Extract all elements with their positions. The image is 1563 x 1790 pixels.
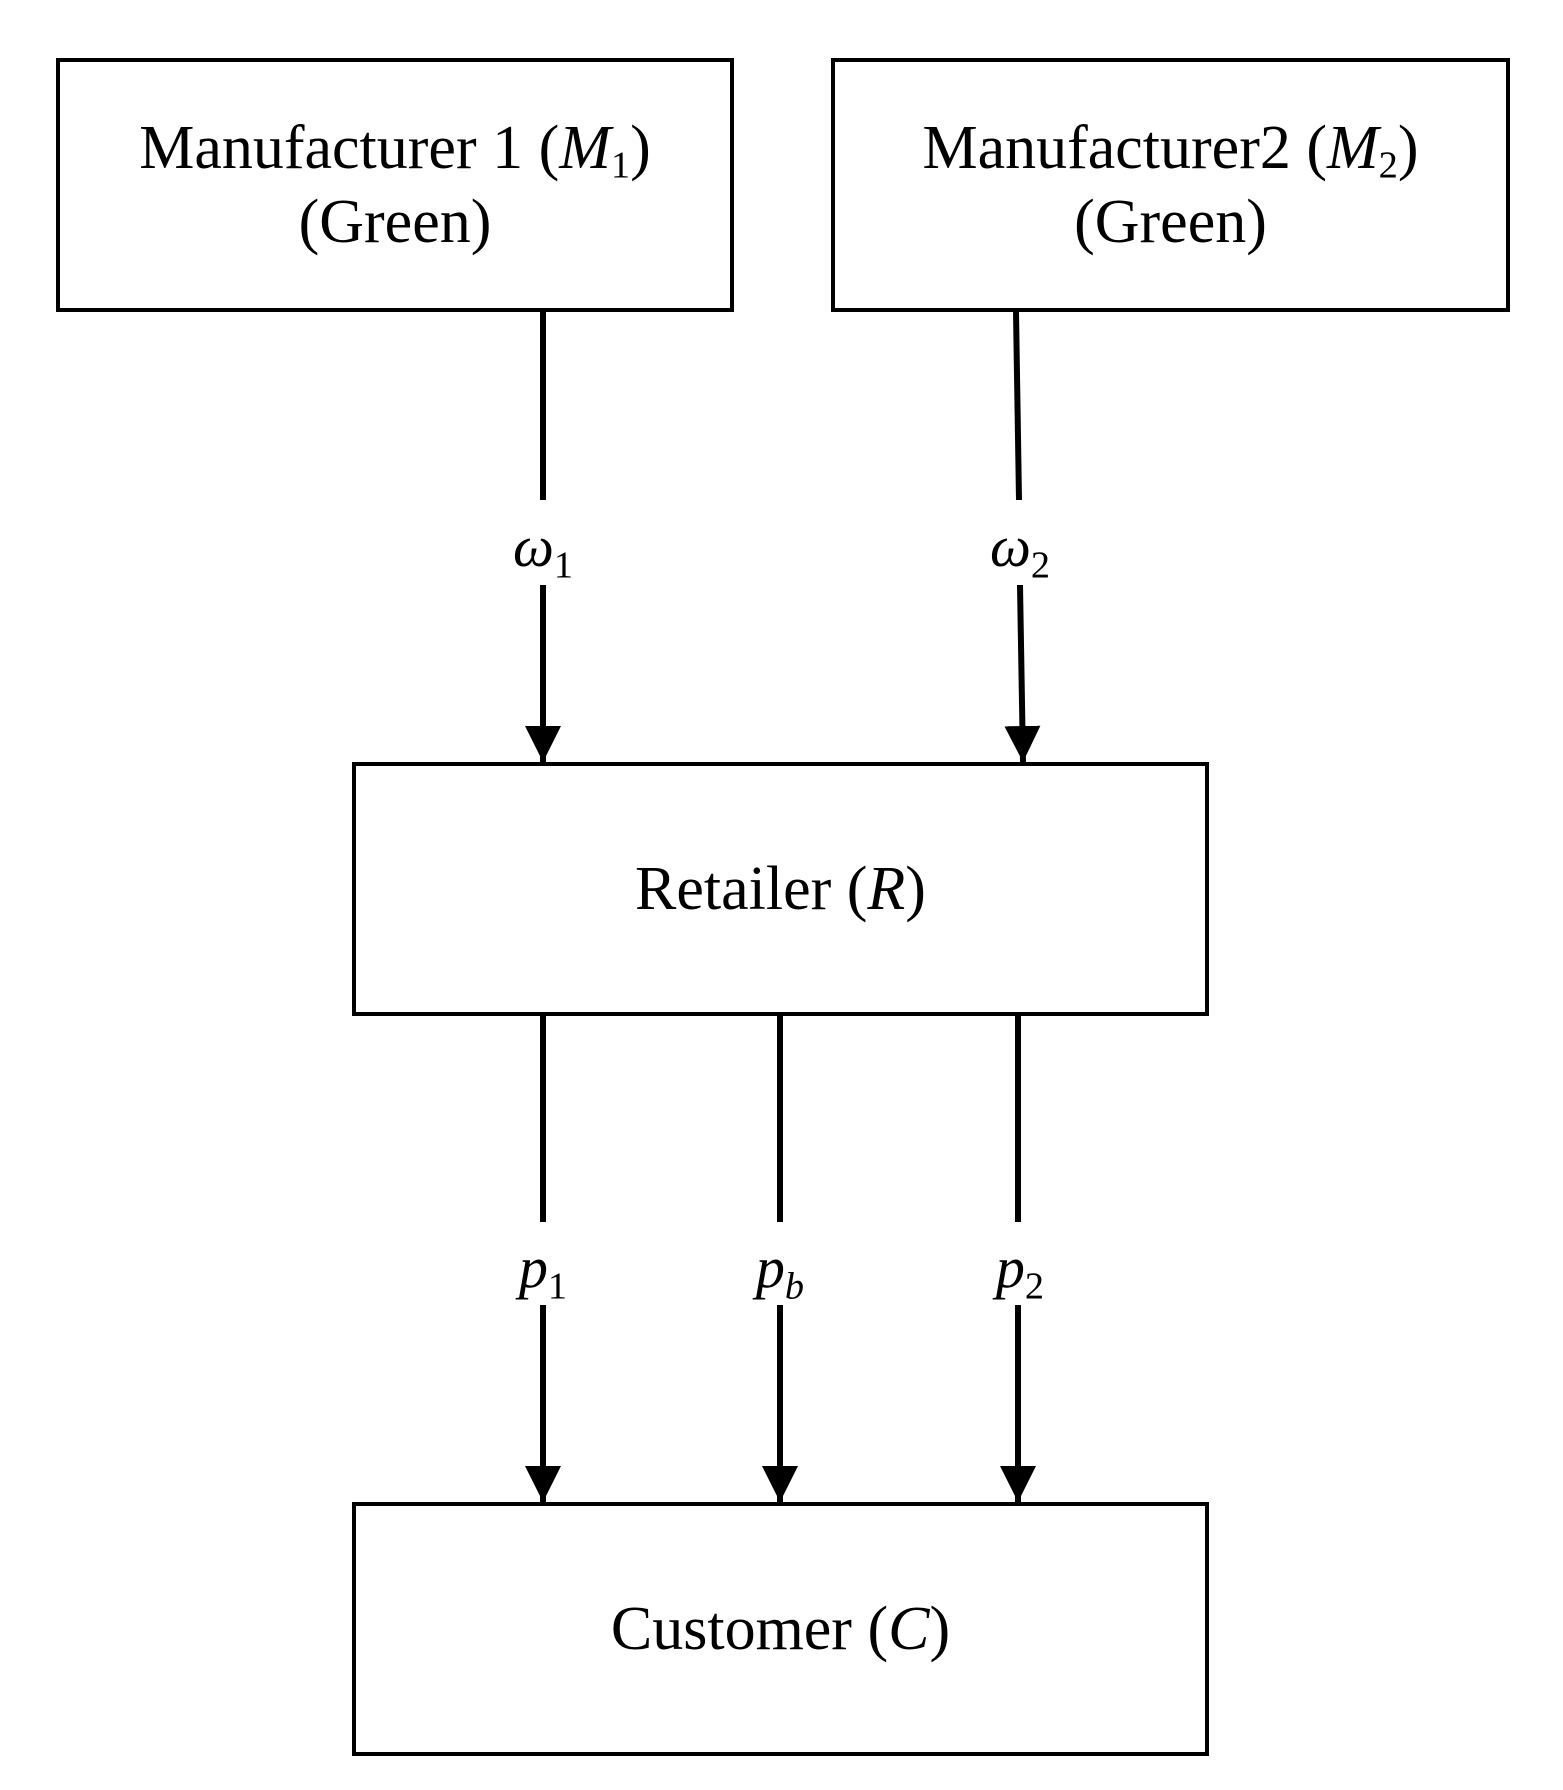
edge-w2-symbol: ω [989,514,1031,579]
manufacturer-2-name: Manufacturer2 [922,113,1291,182]
customer-symbol: C [888,1594,930,1663]
manufacturer-1-name: Manufacturer 1 [139,113,524,182]
edge-w1-symbol: ω [512,514,554,579]
manufacturer-2-type: (Green) [1074,188,1267,256]
manufacturer-1-node: Manufacturer 1 (M1) (Green) [56,58,734,312]
edge-pb-subscript: b [784,1265,805,1308]
customer-name: Customer [610,1594,852,1663]
retailer-title: Retailer (R) [635,854,926,923]
manufacturer-1-type: (Green) [298,188,492,256]
edge-label-p1: p1 [514,1235,572,1306]
edge-label-p2: p2 [991,1235,1049,1306]
retailer-name: Retailer [635,854,832,923]
edge-p1-subscript: 1 [547,1265,568,1308]
edge-p2-symbol: p [995,1235,1025,1300]
edge-p1-symbol: p [518,1235,548,1300]
customer-title: Customer (C) [610,1594,951,1663]
customer-node: Customer (C) [352,1502,1209,1756]
edge-label-pb: pb [751,1235,809,1306]
edge-p2-subscript: 2 [1024,1265,1045,1308]
edge-w2-subscript: 2 [1030,544,1051,587]
edge-pb-symbol: p [755,1235,785,1300]
manufacturer-2-node: Manufacturer2 (M2) (Green) [831,58,1510,312]
retailer-node: Retailer (R) [352,762,1209,1016]
edge-w2-bottom-segment [1004,584,1041,763]
manufacturer-2-title: Manufacturer2 (M2) [922,113,1419,187]
edge-w2-top-segment [1013,311,1022,501]
edge-label-w1: ω1 [508,514,578,585]
manufacturer-2-subscript: 2 [1378,144,1398,187]
edge-w1-subscript: 1 [553,544,574,587]
edge-label-w2: ω2 [985,514,1055,585]
retailer-symbol: R [867,854,906,923]
manufacturer-1-title: Manufacturer 1 (M1) [139,113,651,187]
manufacturer-1-symbol: M [559,113,611,182]
manufacturer-1-subscript: 1 [610,144,631,187]
manufacturer-2-symbol: M [1327,113,1379,182]
